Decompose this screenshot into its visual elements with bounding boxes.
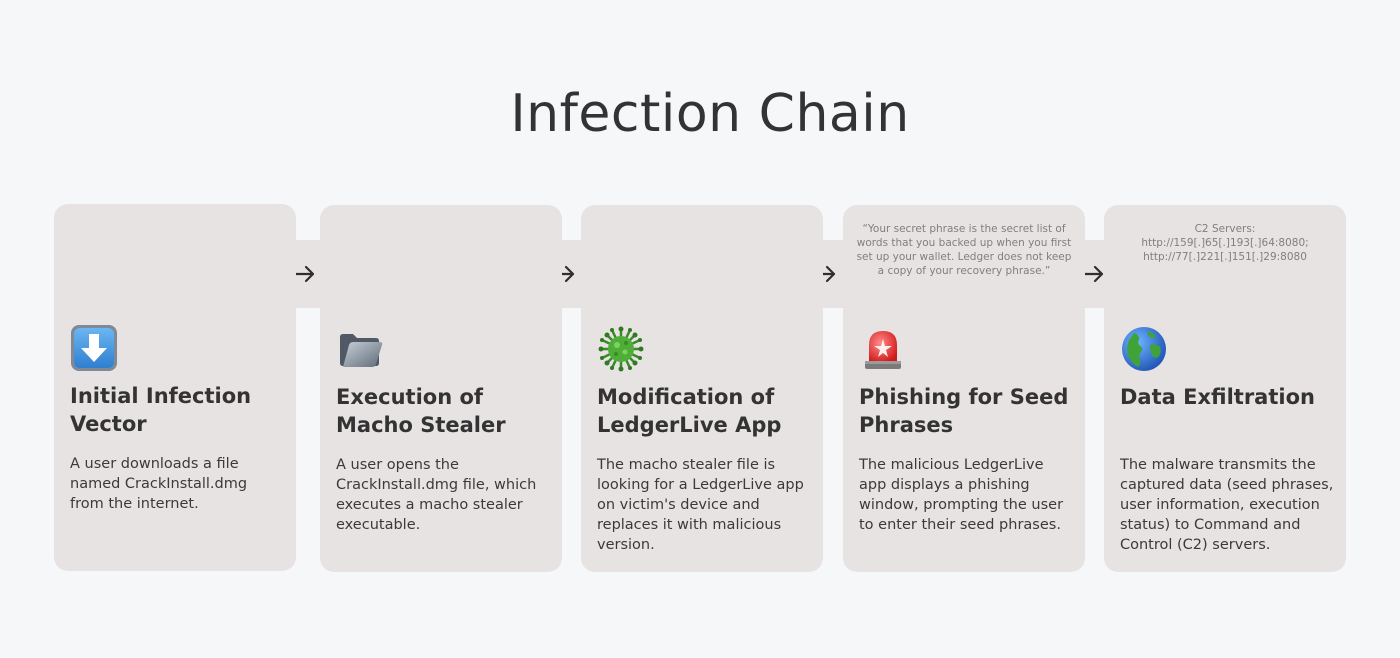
right-arrow-icon xyxy=(1083,265,1104,283)
step-card-execution: Execution of Macho Stealer A user opens … xyxy=(320,205,562,572)
step-card-phishing: “Your secret phrase is the secret list o… xyxy=(843,205,1085,572)
step-description: The macho stealer file is looking for a … xyxy=(597,457,804,553)
down-arrow-box-icon xyxy=(71,325,117,371)
folder-icon xyxy=(340,334,383,367)
step-title: Modification of LedgerLive App xyxy=(597,385,782,437)
step-card-modification: Modification of LedgerLive App The macho… xyxy=(581,205,823,572)
c2-servers-note: C2 Servers: http://159[.]65[.]193[.]64:8… xyxy=(1141,223,1309,263)
siren-light-icon xyxy=(865,331,901,369)
right-arrow-icon xyxy=(294,265,315,283)
step-title: Phishing for Seed Phrases xyxy=(859,385,1069,437)
step-card-initial-infection: Initial Infection Vector A user download… xyxy=(54,204,296,571)
globe-icon xyxy=(1122,327,1166,371)
step-card-exfiltration: C2 Servers: http://159[.]65[.]193[.]64:8… xyxy=(1104,205,1346,572)
step-title: Data Exfiltration xyxy=(1120,385,1315,409)
step-description: The malware transmits the captured data … xyxy=(1120,457,1334,553)
phishing-quote-note: “Your secret phrase is the secret list o… xyxy=(856,223,1072,277)
step-title: Initial Infection Vector xyxy=(70,384,252,436)
step-description: A user opens the CrackInstall.dmg file, … xyxy=(336,457,537,533)
step-description: The malicious LedgerLive app displays a … xyxy=(859,457,1064,533)
virus-icon xyxy=(598,326,644,372)
step-description: A user downloads a file named CrackInsta… xyxy=(70,456,248,512)
step-title: Execution of Macho Stealer xyxy=(336,385,506,437)
page-title: Infection Chain xyxy=(510,84,910,144)
